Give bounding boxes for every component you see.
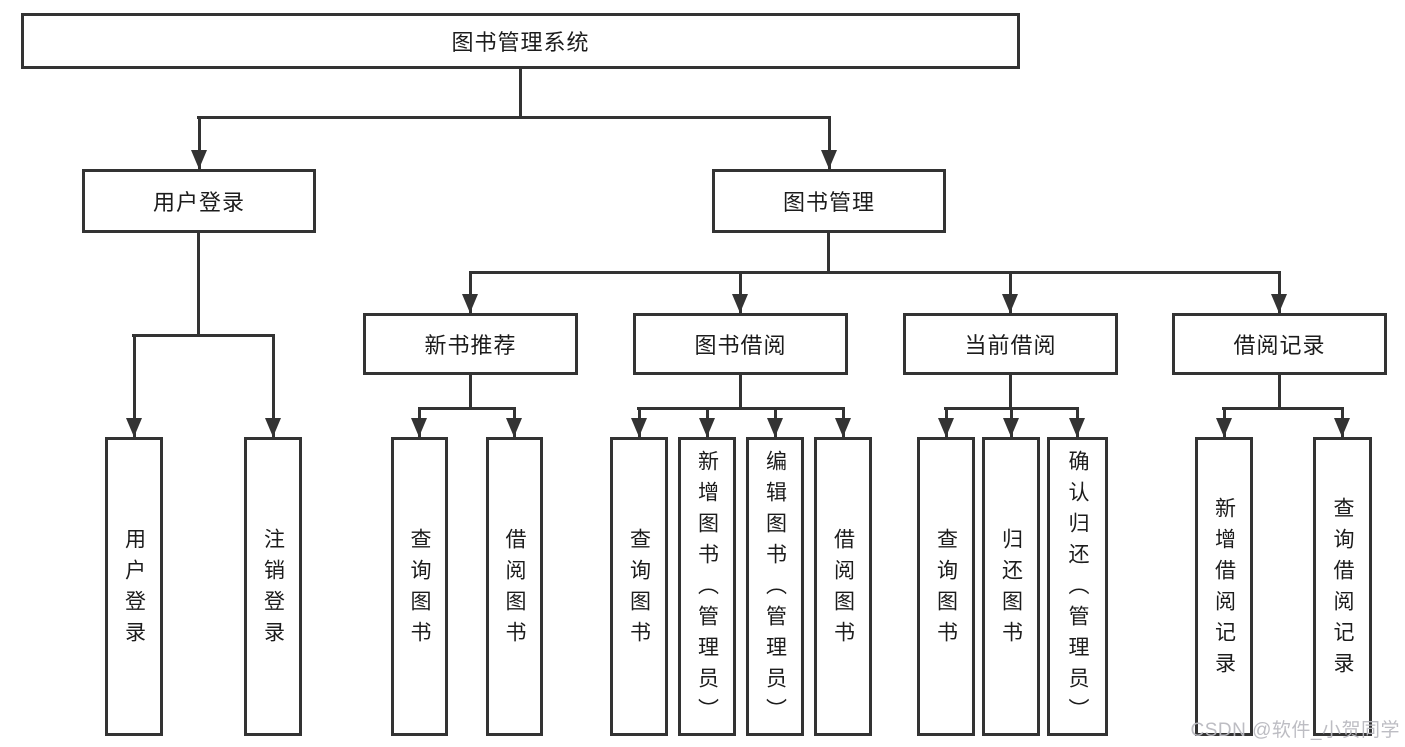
arrow-to-leaf-user-login [125,334,143,437]
arrow-head-icon [630,418,647,437]
arrow-leaf [630,407,648,437]
connector-current-stem [1009,375,1012,410]
node-new-book-recommend: 新书推荐 [363,313,578,375]
arrow-head-icon [125,418,142,437]
arrow-head-icon [506,418,522,437]
connector-root-branch [197,116,831,119]
connector-records-branch [1222,407,1344,410]
watermark: CSDN @软件_小贺同学 [1190,720,1400,741]
node-book-management: 图书管理 [712,169,946,233]
arrow-leaf [1215,407,1233,437]
arrow-shaft [271,334,275,437]
connector-root-stem [519,69,522,119]
arrow-head-icon [1002,418,1019,437]
arrow-to-user-login [190,116,208,169]
leaf-current-return-book: 归还图书 [982,437,1040,736]
arrow-head-icon [1068,418,1085,437]
arrow-head-icon [937,418,954,437]
connector-recommend-branch [418,407,516,410]
arrow-head-icon [834,418,851,437]
node-user-login: 用户登录 [82,169,316,233]
connector-records-stem [1278,375,1281,410]
arrow-head-icon [1215,418,1232,437]
arrow-leaf [1002,407,1020,437]
node-current-borrowing: 当前借阅 [903,313,1118,375]
arrow-head-icon [766,418,783,437]
leaf-user-login: 用户登录 [105,437,163,736]
arrow-to-current-borrow [1002,271,1019,313]
arrow-leaf [766,407,784,437]
arrow-leaf [411,407,428,437]
connector-borrow-stem [739,375,742,410]
arrow-head-icon [264,418,281,437]
arrow-head-icon [1334,418,1350,437]
arrow-shaft [469,271,472,313]
arrow-to-book-management [820,116,838,169]
leaf-records-add-record: 新增借阅记录 [1195,437,1253,736]
arrow-head-icon [1271,294,1287,313]
arrow-leaf [937,407,955,437]
leaf-borrow-borrow-book: 借阅图书 [814,437,872,736]
arrow-head-icon [1002,294,1018,313]
connector-mgmt-branch [469,271,1281,274]
leaf-borrow-query-book: 查询图书 [610,437,668,736]
connector-mgmt-stem [827,233,830,274]
leaf-logout: 注销登录 [244,437,302,736]
node-root-library-system: 图书管理系统 [21,13,1020,69]
arrow-to-leaf-logout [264,334,282,437]
arrow-head-icon [411,418,427,437]
arrow-leaf [506,407,523,437]
arrow-head-icon [698,418,715,437]
leaf-borrow-add-book-admin: 新增图书（管理员） [678,437,736,736]
node-book-borrowing: 图书借阅 [633,313,848,375]
connector-login-branch [132,334,275,337]
arrow-shaft [132,334,136,437]
arrow-leaf [698,407,716,437]
connector-borrow-branch [637,407,845,410]
leaf-recommend-borrow-book: 借阅图书 [486,437,543,736]
leaf-records-query-record: 查询借阅记录 [1313,437,1372,736]
leaf-borrow-edit-book-admin: 编辑图书（管理员） [746,437,804,736]
arrow-shaft [1278,271,1281,313]
leaf-recommend-query-book: 查询图书 [391,437,448,736]
arrow-leaf [1068,407,1086,437]
arrow-head-icon [820,150,837,169]
connector-login-stem [197,233,200,337]
leaf-current-confirm-return-admin: 确认归还（管理员） [1047,437,1108,736]
arrow-head-icon [462,294,478,313]
node-borrowing-records: 借阅记录 [1172,313,1387,375]
leaf-current-query-book: 查询图书 [917,437,975,736]
arrow-to-borrow-records [1271,271,1288,313]
connector-recommend-stem [469,375,472,410]
arrow-leaf [1334,407,1351,437]
arrow-to-new-book [462,271,479,313]
arrow-head-icon [190,150,207,169]
arrow-shaft [1009,271,1012,313]
arrow-head-icon [732,294,748,313]
arrow-shaft [739,271,742,313]
arrow-leaf [834,407,852,437]
arrow-shaft [197,116,201,169]
arrow-to-book-borrow [732,271,749,313]
arrow-shaft [827,116,831,169]
